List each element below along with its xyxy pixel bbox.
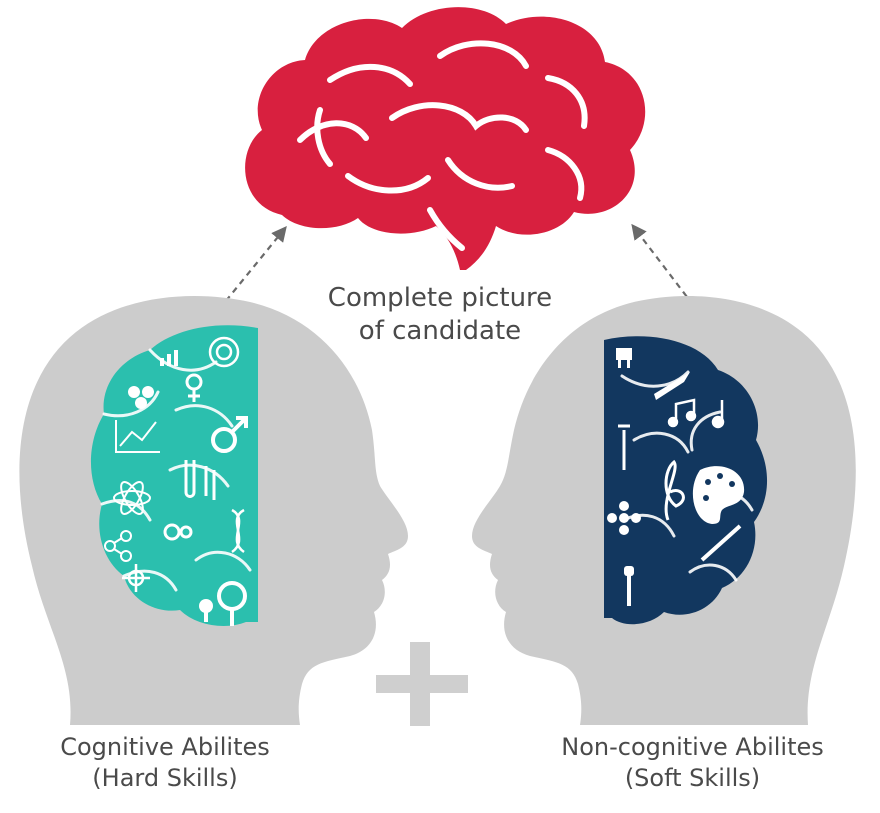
gear-icon — [163, 523, 193, 541]
male-symbol-icon — [211, 416, 248, 453]
soft-skills-caption-line1: Non-cognitive Abilites — [561, 733, 824, 761]
center-caption-line2: of candidate — [358, 316, 522, 347]
soft-skills-caption: Non-cognitive Abilites (Soft Skills) — [505, 732, 880, 793]
wifi-signal-icon — [208, 336, 240, 368]
right-head — [472, 295, 856, 725]
dna-icon — [231, 508, 245, 554]
arrow-left — [211, 226, 287, 319]
hard-skills-caption: Cognitive Abilites (Hard Skills) — [0, 732, 330, 793]
plus-icon — [376, 642, 468, 726]
left-head — [19, 295, 409, 725]
arrow-right — [631, 223, 701, 315]
flask-icon — [122, 564, 150, 592]
bar-chart-icon — [160, 350, 178, 366]
microphone-icon — [624, 566, 634, 606]
brush-stroke-icon — [700, 524, 742, 562]
paintbrush-icon — [618, 424, 630, 470]
circles-icon — [128, 386, 154, 409]
line-graph-icon — [115, 420, 160, 453]
treble-clef-icon — [664, 459, 685, 521]
magnifier-icon — [217, 581, 247, 626]
hard-skills-caption-line1: Cognitive Abilites — [60, 733, 270, 761]
tree-icon — [199, 599, 213, 622]
center-caption-line1: Complete picture — [327, 283, 553, 313]
soft-skills-brain — [604, 336, 768, 625]
female-symbol-icon — [185, 373, 203, 402]
center-caption: Complete picture of candidate — [260, 282, 620, 349]
painting-easel-icon — [616, 348, 632, 368]
flower-icon — [607, 501, 641, 535]
pen-nib-icon — [654, 372, 690, 400]
music-notes-icon — [667, 398, 725, 429]
test-tube-icon — [184, 460, 216, 500]
soft-skills-caption-line2: (Soft Skills) — [624, 763, 761, 792]
hard-skills-caption-line2: (Hard Skills) — [92, 763, 238, 792]
paint-palette-dots — [703, 473, 735, 501]
atom-icon — [113, 481, 151, 515]
molecule-icon — [104, 530, 132, 562]
brain-icon — [245, 7, 646, 270]
